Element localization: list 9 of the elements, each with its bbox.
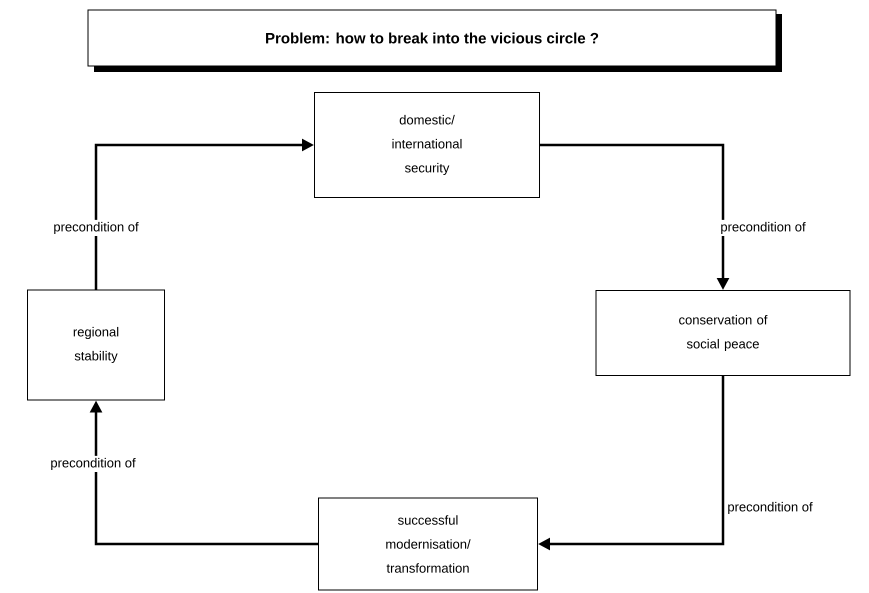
concept-box: successful modernisation/ transformation — [318, 498, 538, 590]
edge-label: precondition of — [718, 220, 808, 236]
concept-box: conservation of social peace — [596, 290, 850, 376]
edge-label: precondition of — [48, 456, 138, 472]
edge-label: precondition of — [51, 220, 141, 236]
edge-label: precondition of — [725, 500, 815, 516]
title-box: Problem: how to break into the vicious circle ? — [88, 10, 782, 72]
concept-box: domestic/ international security — [314, 92, 540, 198]
concept-box: regional stability — [27, 290, 165, 400]
